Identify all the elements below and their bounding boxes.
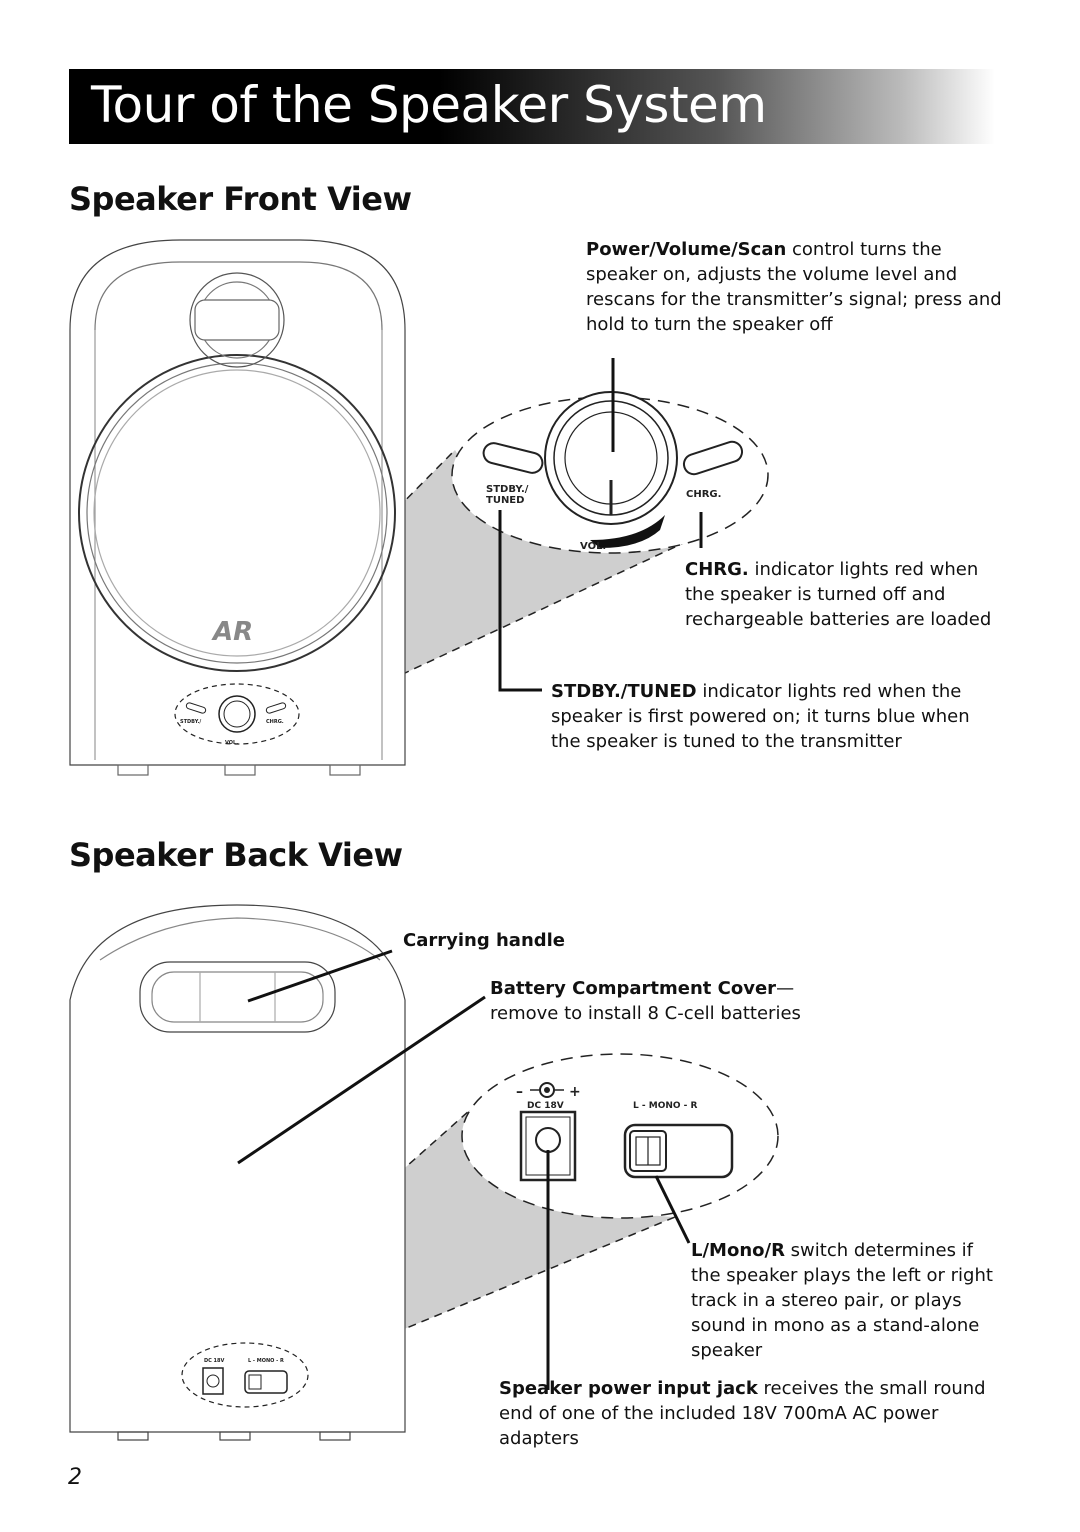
- front-view-illustration: AR STDBY./ CHRG. VOL. STDBY./ TUNED CHRG…: [69, 239, 769, 776]
- jack-callout: Speaker power input jack receives the sm…: [499, 1378, 986, 1449]
- front-small-control-panel: STDBY./ CHRG. VOL.: [174, 683, 300, 746]
- back-view-illustration: DC 18V L - MONO - R – + DC 18V L - MONO …: [69, 904, 779, 1441]
- switch-callout: L/Mono/R switch determines if the speake…: [691, 1240, 993, 1361]
- stdby-label: STDBY./: [486, 484, 529, 495]
- svg-text:CHRG.: CHRG.: [266, 719, 284, 725]
- handle-leader: [247, 949, 393, 1003]
- back-small-panel: DC 18V L - MONO - R: [181, 1342, 309, 1408]
- back-speaker-cabinet: [69, 904, 406, 1441]
- battery-callout: Battery Compartment Cover— remove to ins…: [490, 978, 801, 1024]
- front-view-heading: Speaker Front View: [69, 180, 412, 218]
- polarity-minus: –: [516, 1084, 523, 1100]
- stdby-callout: STDBY./TUNED indicator lights red when t…: [551, 681, 970, 752]
- battery-leader: [237, 995, 486, 1165]
- svg-text:VOL.: VOL.: [225, 740, 238, 746]
- ar-logo: AR: [211, 617, 253, 647]
- polarity-plus: +: [569, 1084, 581, 1100]
- back-zoomed-panel: – + DC 18V L - MONO - R: [461, 1053, 779, 1219]
- svg-text:DC 18V: DC 18V: [204, 1358, 225, 1364]
- stdby-leader: [498, 510, 542, 692]
- title-banner: Tour of the Speaker System: [69, 69, 995, 144]
- tuned-label: TUNED: [486, 495, 524, 506]
- l-mono-r-label: L - MONO - R: [633, 1101, 698, 1111]
- chrg-label: CHRG.: [686, 489, 721, 500]
- page-number: 2: [68, 1465, 82, 1490]
- back-view-heading: Speaker Back View: [69, 836, 403, 874]
- page-title: Tour of the Speaker System: [91, 76, 767, 134]
- power-callout: Power/Volume/Scan control turns the spea…: [586, 239, 1002, 335]
- dc-18v-label: DC 18V: [527, 1101, 564, 1111]
- switch-leader: [654, 1175, 691, 1244]
- front-zoomed-control-panel: STDBY./ TUNED CHRG. VOL.: [451, 391, 769, 554]
- front-speaker-cabinet: [69, 239, 406, 776]
- svg-text:L - MONO - R: L - MONO - R: [248, 1358, 284, 1364]
- vol-label: VOL.: [580, 541, 606, 552]
- svg-text:STDBY./: STDBY./: [180, 719, 201, 725]
- chrg-callout: CHRG. indicator lights red when the spea…: [685, 559, 992, 630]
- handle-callout: Carrying handle: [403, 930, 566, 951]
